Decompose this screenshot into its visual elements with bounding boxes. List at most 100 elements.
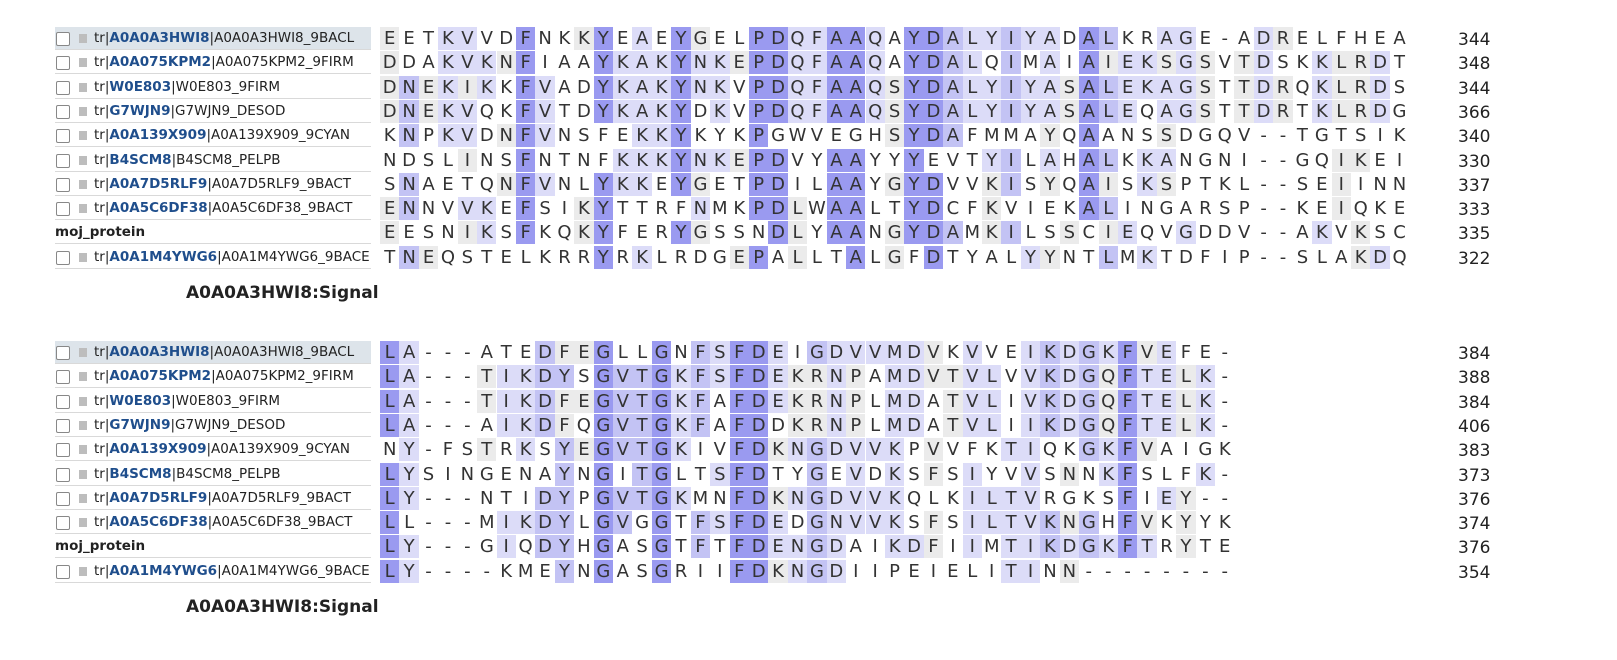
residue-cell: K	[1312, 75, 1332, 99]
residue-cell: G	[651, 365, 672, 389]
residue-cell: S	[1219, 198, 1231, 220]
residue-cell: A	[1296, 222, 1309, 244]
select-checkbox[interactable]	[56, 202, 70, 217]
sequence-name-row[interactable]: tr|A0A1M4YWG6|A0A1M4YWG6_9BACE	[55, 246, 371, 269]
select-checkbox[interactable]	[56, 177, 70, 192]
residue-cell: E	[1156, 341, 1177, 364]
residue-cell: K	[1137, 51, 1157, 75]
residue-cell: G	[807, 341, 827, 364]
residue-cell: D	[904, 535, 924, 559]
residue-cell: F	[967, 125, 978, 147]
residue-cell: E	[1199, 28, 1211, 49]
residue-cell: A	[826, 27, 847, 50]
select-checkbox[interactable]	[56, 129, 70, 144]
residue-cell: G	[807, 535, 827, 559]
sequence-name-row[interactable]: tr|A0A139X909|A0A139X909_9CYAN	[55, 438, 371, 462]
residue-cell: A	[538, 463, 552, 485]
residue-cell: K	[1296, 52, 1309, 74]
residue-cell: L	[617, 342, 628, 363]
residue-cell: N	[577, 149, 591, 171]
residue-cell: L	[967, 560, 978, 582]
select-checkbox[interactable]	[56, 80, 70, 95]
accession-link[interactable]: B4SCM8	[109, 465, 172, 482]
sequence-name-row[interactable]: tr|G7WJN9|G7WJN9_DESOD	[55, 414, 371, 437]
accession-link[interactable]: A0A075KPM2	[109, 368, 212, 385]
select-checkbox[interactable]	[56, 443, 70, 458]
residue-cell: E	[1044, 198, 1056, 220]
end-position: 406	[1458, 416, 1491, 437]
residue-cell: K	[982, 197, 1002, 221]
residue-cell: T	[1394, 52, 1406, 74]
accession-link[interactable]: A0A7D5RLF9	[109, 175, 208, 192]
sequence-name-row[interactable]: moj_protein	[55, 535, 371, 559]
accession-link[interactable]: A0A1M4YWG6	[109, 248, 218, 265]
residue-cell: G	[1176, 221, 1196, 245]
residue-cell: P	[748, 99, 769, 123]
residue-cell: D	[380, 51, 400, 75]
accession-link[interactable]: A0A139X909	[109, 441, 207, 458]
sequence-name-row[interactable]: tr|A0A075KPM2|A0A075KPM2_9FIRM	[55, 51, 371, 75]
sequence-name-row[interactable]: tr|A0A5C6DF38|A0A5C6DF38_9BACT	[55, 197, 371, 221]
residue-cell: D	[1178, 125, 1193, 147]
residue-cell: Y	[671, 124, 691, 148]
residue-cell: E	[500, 198, 512, 220]
accession-link[interactable]: G7WJN9	[109, 102, 171, 119]
residue-cell: V	[1020, 486, 1041, 510]
accession-link[interactable]: W0E803	[109, 78, 172, 95]
accession-link[interactable]: A0A1M4YWG6	[109, 562, 218, 579]
residue-cell: S	[1044, 463, 1056, 485]
select-checkbox[interactable]	[56, 370, 70, 385]
select-checkbox[interactable]	[56, 516, 70, 531]
accession-link[interactable]: A0A5C6DF38	[109, 514, 208, 531]
accession-link[interactable]: A0A5C6DF38	[109, 200, 208, 217]
sequence-name-row[interactable]: tr|G7WJN9|G7WJN9_DESOD	[55, 100, 371, 123]
residue-cell: Y	[554, 559, 575, 583]
residue-cell: T	[1083, 246, 1095, 268]
accession-link[interactable]: B4SCM8	[109, 151, 172, 168]
select-checkbox[interactable]	[56, 418, 70, 433]
select-checkbox[interactable]	[56, 153, 70, 168]
residue-cell: K	[477, 197, 497, 221]
accession-link[interactable]: A0A075KPM2	[109, 54, 212, 71]
residue-cell: K	[1195, 365, 1216, 389]
residue-cell: A	[632, 99, 652, 123]
select-checkbox[interactable]	[56, 346, 70, 360]
db-prefix: tr|	[94, 344, 110, 360]
accession-link[interactable]: A0A0A3HWI8	[109, 30, 210, 46]
sequence-name-row[interactable]: tr|W0E803|W0E803_9FIRM	[55, 76, 371, 99]
accession-link[interactable]: G7WJN9	[109, 416, 171, 433]
select-checkbox[interactable]	[56, 32, 70, 46]
db-prefix: tr|	[94, 465, 110, 482]
select-checkbox[interactable]	[56, 564, 70, 579]
residue-cell: Y	[554, 365, 575, 389]
residue-cell: R	[1351, 75, 1371, 99]
select-checkbox[interactable]	[56, 467, 70, 482]
sequence-name-row[interactable]: tr|A0A1M4YWG6|A0A1M4YWG6_9BACE	[55, 560, 371, 583]
accession-link[interactable]: A0A7D5RLF9	[109, 489, 208, 506]
accession-link[interactable]: A0A139X909	[109, 127, 207, 144]
residue-cell: D	[826, 535, 847, 559]
sequence-name-row[interactable]: moj_protein	[55, 221, 371, 245]
select-checkbox[interactable]	[56, 250, 70, 265]
sequence-name-row[interactable]: tr|A0A0A3HWI8|A0A0A3HWI8_9BACL	[55, 341, 371, 364]
sequence-name-row[interactable]: tr|A0A7D5RLF9|A0A7D5RLF9_9BACT	[55, 173, 371, 196]
select-checkbox[interactable]	[56, 56, 70, 71]
residue-cell: S	[710, 511, 730, 535]
sequence-name-row[interactable]: tr|B4SCM8|B4SCM8_PELPB	[55, 149, 371, 172]
sequence-name-row[interactable]: tr|A0A0A3HWI8|A0A0A3HWI8_9BACL	[55, 27, 371, 50]
sequence-name-row[interactable]: tr|A0A5C6DF38|A0A5C6DF38_9BACT	[55, 511, 371, 535]
residue-cell: K	[1195, 413, 1216, 437]
accession-link[interactable]: A0A0A3HWI8	[109, 344, 210, 360]
residue-cell: Y	[889, 149, 901, 171]
select-checkbox[interactable]	[56, 394, 70, 409]
sequence-name-row[interactable]: tr|B4SCM8|B4SCM8_PELPB	[55, 463, 371, 486]
accession-link[interactable]: W0E803	[109, 392, 172, 409]
residue-cell: G	[1079, 438, 1099, 462]
select-checkbox[interactable]	[56, 104, 70, 119]
sequence-name-row[interactable]: tr|A0A075KPM2|A0A075KPM2_9FIRM	[55, 365, 371, 389]
sequence-name-row[interactable]: tr|A0A139X909|A0A139X909_9CYAN	[55, 124, 371, 148]
sequence-name-row[interactable]: tr|A0A7D5RLF9|A0A7D5RLF9_9BACT	[55, 487, 371, 510]
sequence-name-row[interactable]: tr|W0E803|W0E803_9FIRM	[55, 390, 371, 413]
db-prefix: tr|	[94, 248, 110, 265]
select-checkbox[interactable]	[56, 491, 70, 506]
